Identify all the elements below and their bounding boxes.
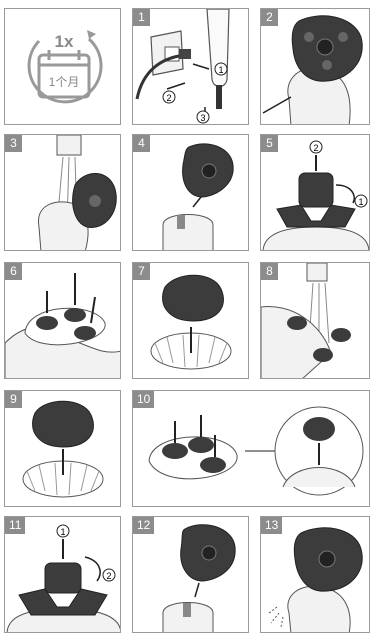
rinse-illustration: [5, 135, 121, 251]
callout-2: 2: [106, 571, 111, 581]
step-5-panel: 5 2 1: [260, 134, 370, 251]
calendar-refresh-icon: 1x 1个月: [5, 9, 121, 125]
step-12-panel: 12: [132, 516, 249, 633]
reattach-holder-illustration: 1 2: [5, 517, 121, 633]
step-9-panel: 9: [4, 390, 121, 507]
close-unit-illustration: [133, 135, 249, 251]
step-1-panel: 1 1 2 3: [132, 8, 249, 125]
reinsert-heads-illustration: [133, 391, 370, 507]
open-shaving-unit-illustration: [261, 9, 370, 125]
remove-heads-illustration: [5, 263, 121, 379]
step-2-panel: 2: [260, 8, 370, 125]
callout-1: 1: [218, 65, 223, 75]
close-unit-click-illustration: [261, 517, 370, 633]
callout-2: 2: [313, 143, 318, 153]
unplug-illustration: 1 2 3: [133, 9, 249, 125]
step-10-panel: 10: [132, 390, 370, 507]
step-11-panel: 11 1 2: [4, 516, 121, 633]
callout-1: 1: [60, 527, 65, 537]
callout-2: 2: [166, 93, 171, 103]
step-4-panel: 4: [132, 134, 249, 251]
remove-cutter-illustration: [133, 263, 249, 379]
reinsert-cutter-illustration: [5, 391, 121, 507]
callout-1: 1: [358, 197, 363, 207]
step-7-panel: 7: [132, 262, 249, 379]
remove-holder-illustration: 2 1: [261, 135, 370, 251]
callout-3: 3: [200, 113, 205, 123]
step-6-panel: 6: [4, 262, 121, 379]
panel-calendar: 1x 1个月: [4, 8, 121, 125]
step-13-panel: 13: [260, 516, 370, 633]
rinse-heads-illustration: [261, 263, 370, 379]
hinge-unit-illustration: [133, 517, 249, 633]
step-3-panel: 3: [4, 134, 121, 251]
step-8-panel: 8: [260, 262, 370, 379]
period-label: 1个月: [49, 75, 80, 89]
frequency-label: 1x: [55, 32, 74, 51]
